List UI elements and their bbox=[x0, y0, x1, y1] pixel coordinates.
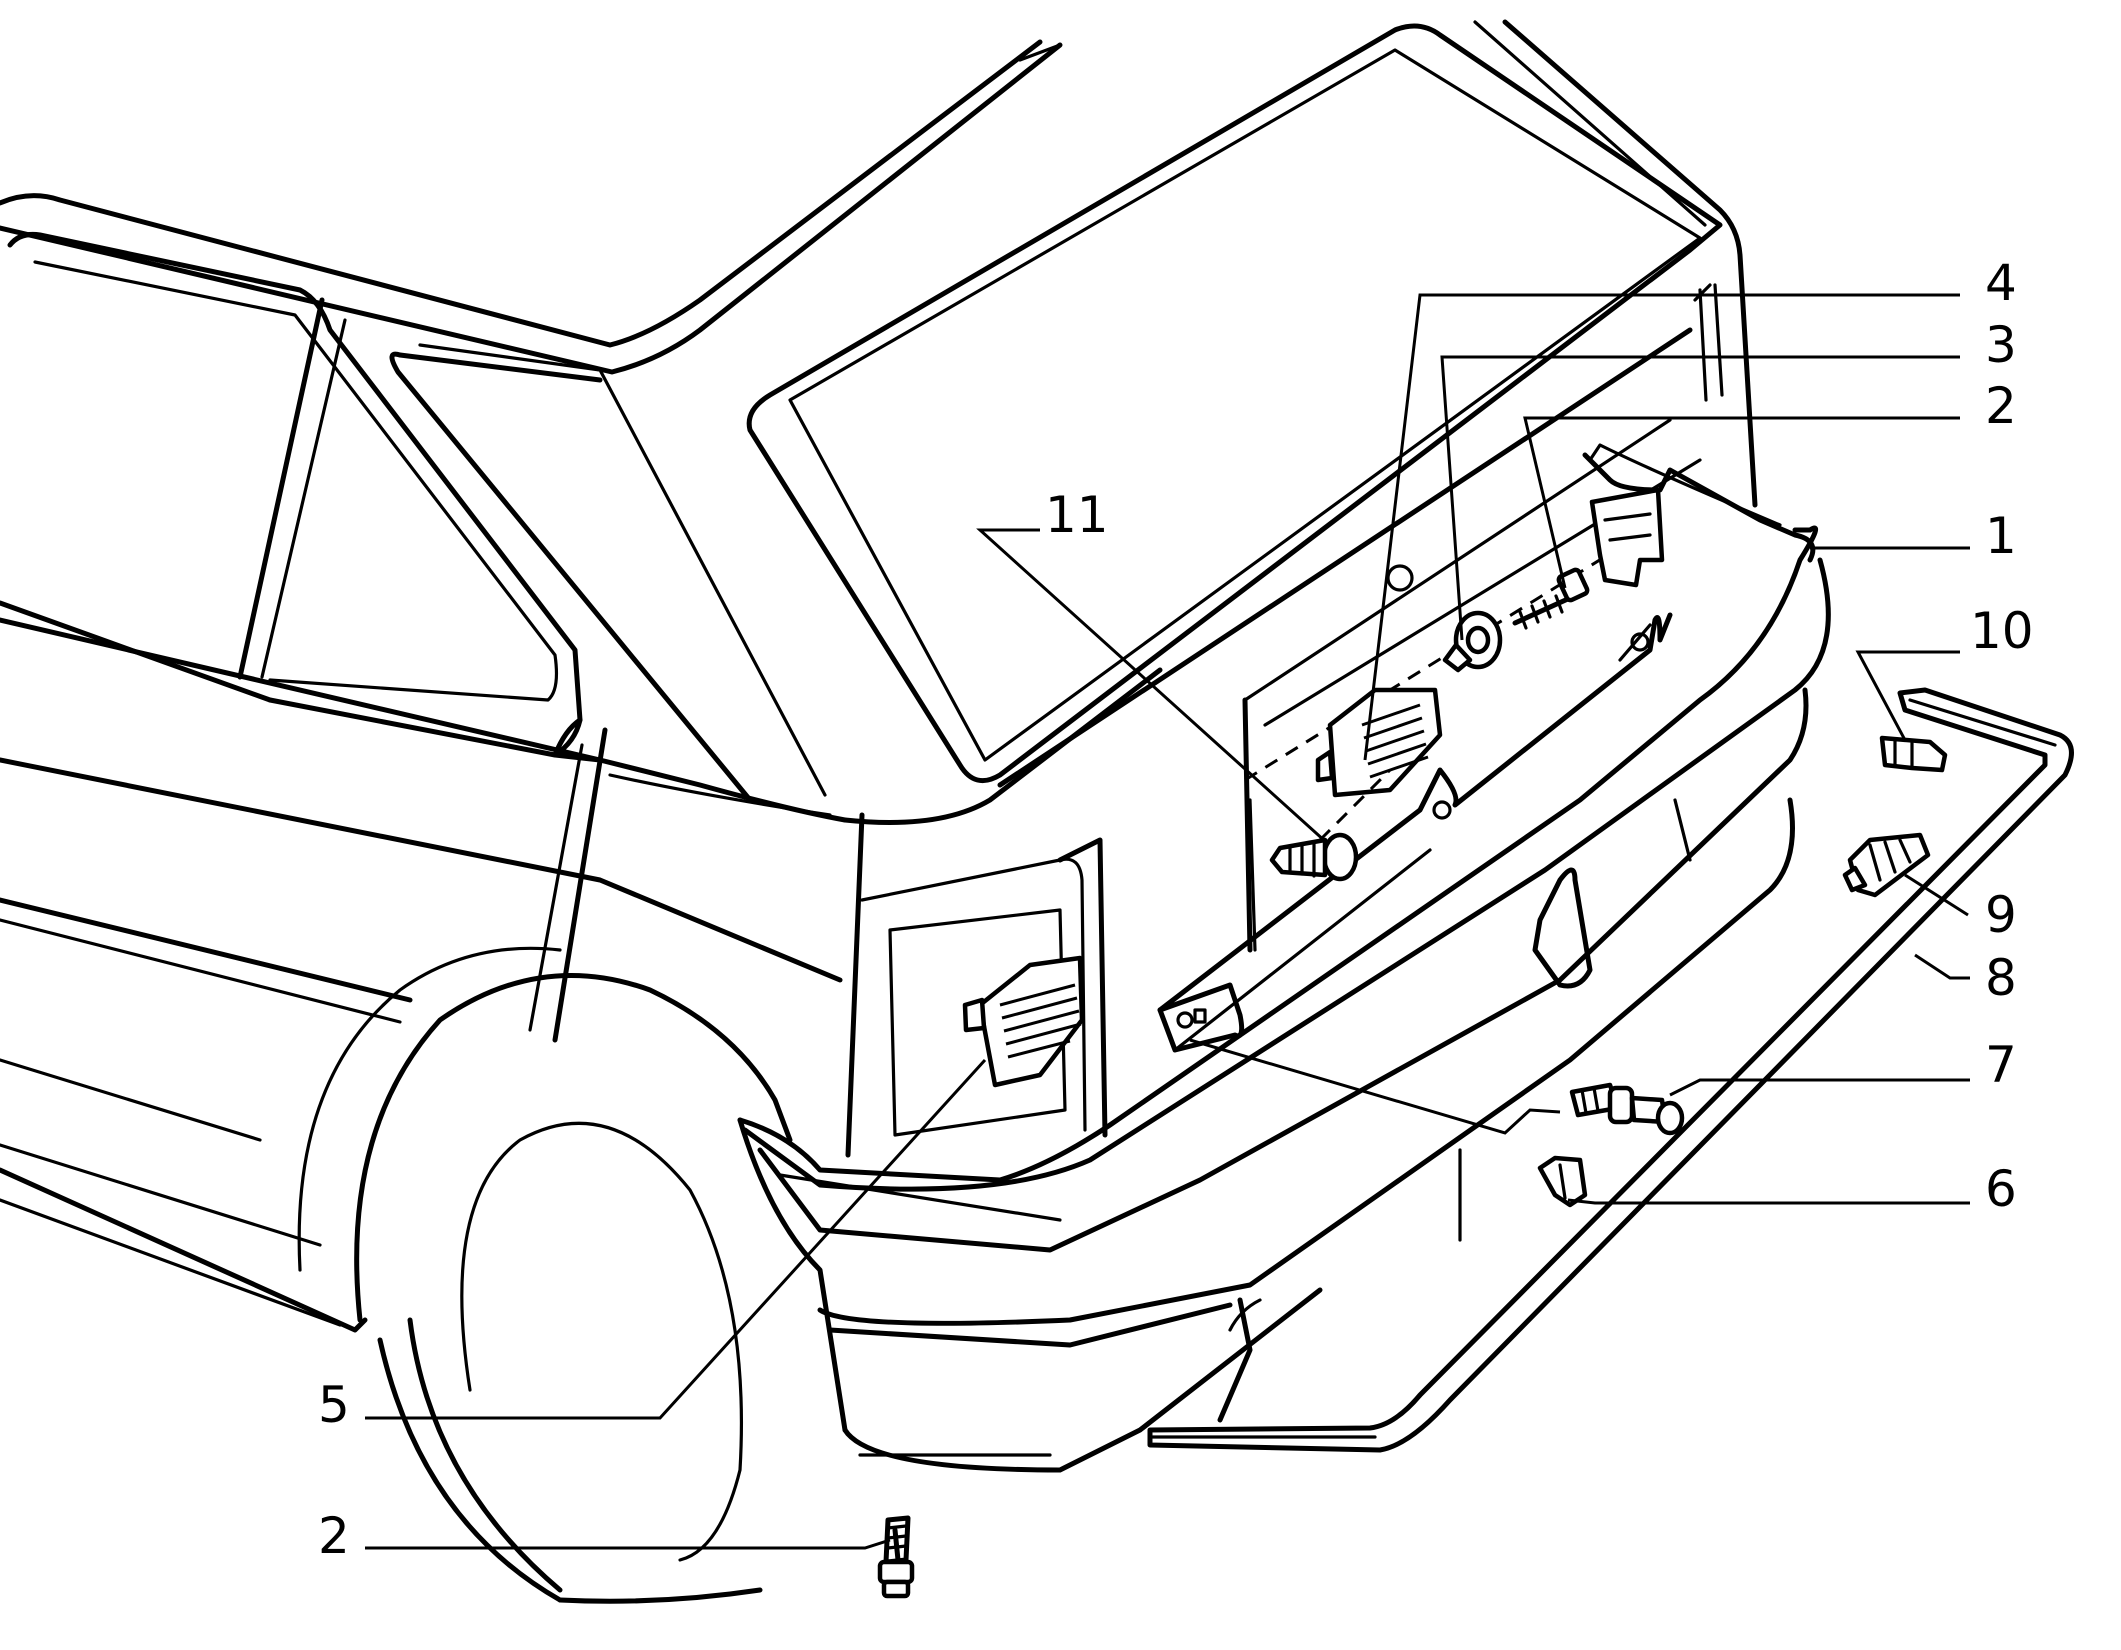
leader-2-upper bbox=[1523, 416, 1960, 589]
leader-10 bbox=[1855, 650, 1960, 741]
callout-3: 3 bbox=[1985, 316, 2017, 374]
leader-5 bbox=[365, 1058, 987, 1420]
clip-nut bbox=[1537, 1155, 1588, 1208]
bumper-trim-strip bbox=[1147, 687, 2074, 1453]
callout-2-lower: 2 bbox=[318, 1507, 350, 1565]
leader-lines bbox=[365, 293, 1970, 1550]
car-body-outline bbox=[0, 19, 1758, 1604]
retaining-clip-10 bbox=[1879, 735, 1948, 773]
callout-10: 10 bbox=[1970, 602, 2034, 660]
leader-3 bbox=[1440, 355, 1960, 641]
vent-grille-upper bbox=[1315, 687, 1443, 798]
leader-bracket bbox=[1189, 1038, 1561, 1135]
blanking-plug bbox=[1269, 768, 1392, 882]
vent-grille-lower bbox=[962, 955, 1085, 1088]
callout-9: 9 bbox=[1985, 886, 2017, 944]
leader-8 bbox=[1914, 953, 1970, 980]
callout-2-upper: 2 bbox=[1985, 377, 2017, 435]
push-clip-grommet bbox=[1442, 610, 1503, 673]
mounting-bracket bbox=[1589, 487, 1665, 588]
leader-2-lower bbox=[365, 1538, 891, 1550]
callout-6: 6 bbox=[1985, 1160, 2017, 1218]
push-rivet bbox=[1569, 1082, 1685, 1136]
callout-5: 5 bbox=[318, 1376, 350, 1434]
callout-4: 4 bbox=[1985, 254, 2017, 312]
leader-7 bbox=[1669, 1078, 1970, 1097]
callout-7: 7 bbox=[1985, 1036, 2017, 1094]
leader-4 bbox=[1363, 293, 1960, 761]
leader-6 bbox=[1567, 1198, 1970, 1205]
callout-1: 1 bbox=[1985, 507, 2017, 565]
callout-8: 8 bbox=[1985, 949, 2017, 1007]
leader-11 bbox=[976, 528, 1328, 844]
callout-numbers: 4 3 2 1 10 9 8 7 6 11 5 2 bbox=[318, 254, 2034, 1565]
retaining-clip-9 bbox=[1842, 832, 1931, 898]
self-tapping-screw-lower bbox=[877, 1515, 915, 1599]
leader-9 bbox=[1904, 873, 1969, 917]
rear-bumper bbox=[737, 443, 1831, 1473]
callout-11: 11 bbox=[1045, 486, 1109, 544]
self-tapping-screw-upper bbox=[1512, 567, 1590, 630]
